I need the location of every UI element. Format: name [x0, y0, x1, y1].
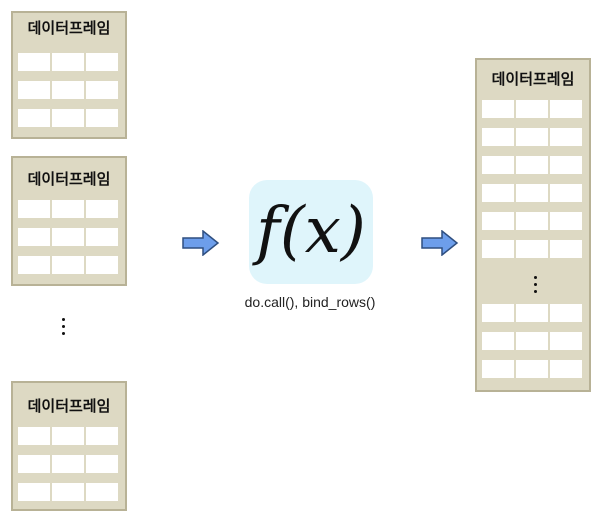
- table-cell: [550, 360, 582, 378]
- table-cell: [52, 483, 84, 501]
- table-cell: [482, 240, 514, 258]
- dataframe-title: 데이터프레임: [491, 70, 575, 88]
- table-cell: [482, 304, 514, 322]
- table-cell: [516, 240, 548, 258]
- dataframe-title: 데이터프레임: [27, 397, 111, 415]
- table-cell: [482, 212, 514, 230]
- dataframe-title: 데이터프레임: [27, 170, 111, 188]
- table-cell: [482, 128, 514, 146]
- table-cell: [482, 184, 514, 202]
- table-cell: [18, 200, 50, 218]
- table-cell: [52, 200, 84, 218]
- table-cell: [550, 156, 582, 174]
- function-symbol: f(x): [256, 194, 366, 268]
- table-cell: [482, 156, 514, 174]
- table-cell: [86, 427, 118, 445]
- right-arrow-icon: [182, 230, 220, 256]
- table-cell: [52, 81, 84, 99]
- table-cell: [516, 212, 548, 230]
- table-cell: [18, 427, 50, 445]
- table-cell: [86, 483, 118, 501]
- table-cell: [482, 100, 514, 118]
- table-cell: [550, 128, 582, 146]
- output-dataframe: 데이터프레임: [475, 58, 591, 392]
- table-cell: [18, 483, 50, 501]
- function-box: f(x): [249, 180, 373, 284]
- table-cell: [86, 228, 118, 246]
- table-cell: [516, 360, 548, 378]
- dataframe-title: 데이터프레임: [27, 19, 111, 37]
- table-cell: [482, 332, 514, 350]
- table-cell: [86, 200, 118, 218]
- table-cell: [86, 256, 118, 274]
- input-dataframe-1: 데이터프레임: [11, 11, 127, 139]
- table-cell: [52, 455, 84, 473]
- table-cell: [52, 228, 84, 246]
- input-dataframe-3: 데이터프레임: [11, 381, 127, 511]
- table-cell: [516, 156, 548, 174]
- table-cell: [52, 53, 84, 71]
- table-cell: [550, 212, 582, 230]
- table-cell: [482, 360, 514, 378]
- right-arrow-icon: [421, 230, 459, 256]
- table-cell: [516, 184, 548, 202]
- table-cell: [18, 228, 50, 246]
- table-cell: [516, 332, 548, 350]
- table-cell: [18, 455, 50, 473]
- table-cell: [86, 81, 118, 99]
- table-cell: [86, 109, 118, 127]
- table-cell: [18, 53, 50, 71]
- table-cell: [516, 128, 548, 146]
- table-cell: [86, 53, 118, 71]
- table-cell: [52, 109, 84, 127]
- table-cell: [516, 100, 548, 118]
- table-cell: [550, 184, 582, 202]
- function-caption: do.call(), bind_rows(): [244, 294, 376, 310]
- table-cell: [86, 455, 118, 473]
- table-cell: [516, 304, 548, 322]
- input-dataframe-2: 데이터프레임: [11, 156, 127, 286]
- table-cell: [52, 427, 84, 445]
- table-cell: [550, 304, 582, 322]
- table-cell: [18, 256, 50, 274]
- table-cell: [550, 240, 582, 258]
- table-cell: [52, 256, 84, 274]
- table-cell: [18, 109, 50, 127]
- table-cell: [550, 100, 582, 118]
- table-cell: [18, 81, 50, 99]
- table-cell: [550, 332, 582, 350]
